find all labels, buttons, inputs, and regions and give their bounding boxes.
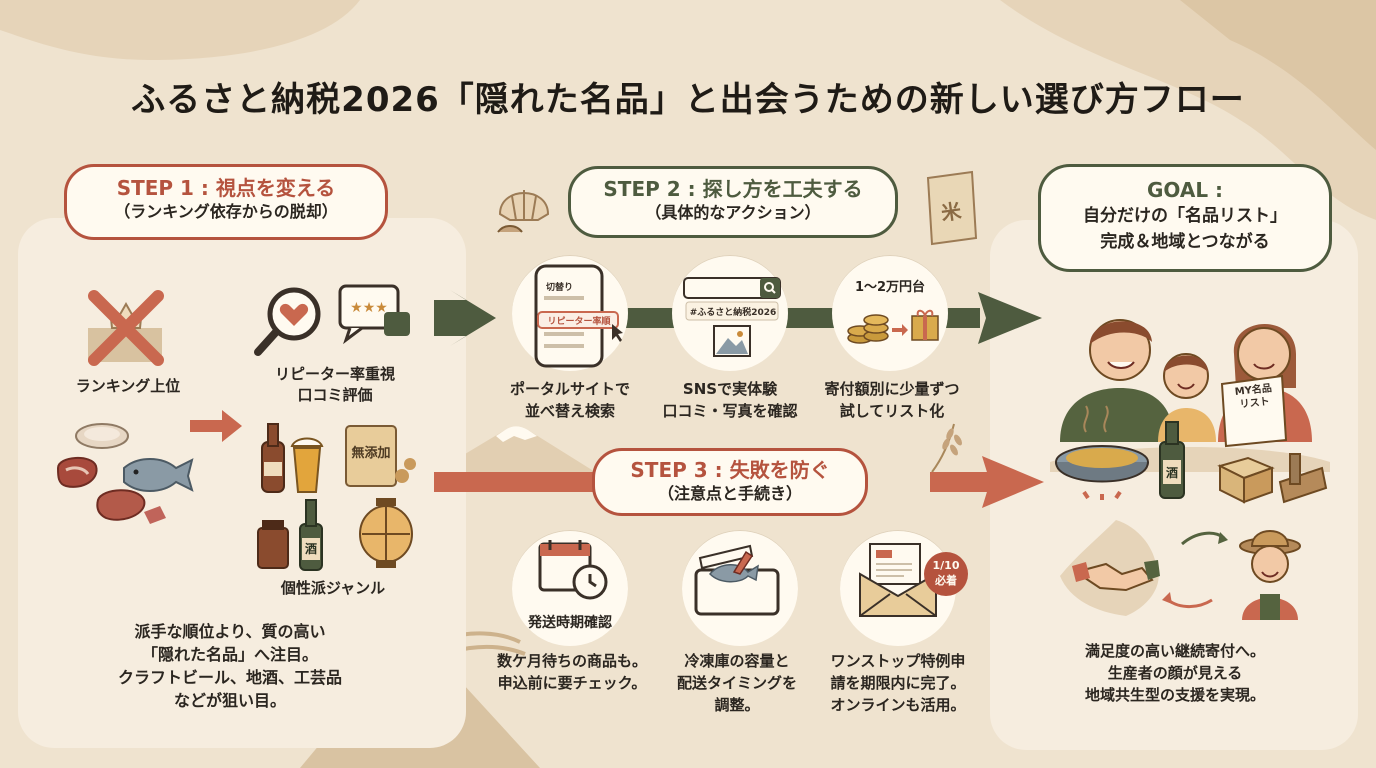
phone-sort-label: 切替り bbox=[546, 283, 574, 293]
svg-text:★★★: ★★★ bbox=[350, 300, 388, 316]
step1-heading: STEP 1 : 視点を変える bbox=[116, 176, 336, 200]
family-illustration bbox=[1050, 319, 1330, 504]
wheat-icon bbox=[931, 423, 962, 473]
rice-bag-label: 米 bbox=[939, 198, 963, 226]
rice-bag-icon bbox=[926, 170, 978, 246]
envelope-doc-icon bbox=[859, 543, 937, 617]
budget-list-circle bbox=[832, 255, 948, 371]
freezer-line: 調整。 bbox=[714, 696, 760, 714]
phone-highlight-label: リピーター率順 bbox=[547, 317, 611, 327]
portal-sort-text: ポータルサイトで 並べ替え検索 bbox=[496, 378, 644, 422]
crossed-crown-icon bbox=[88, 290, 164, 366]
goal-desc-line: 地域共生型の支援を実現。 bbox=[1084, 686, 1265, 704]
shipping-time-label: 発送時期確認 bbox=[528, 615, 612, 631]
smartphone-icon bbox=[534, 264, 623, 368]
step2-heading: STEP 2 : 探し方を工夫する bbox=[603, 177, 863, 201]
goal-line-2: 完成＆地域とつながる bbox=[1100, 232, 1270, 252]
shipping-time-line: 数ケ月待ちの商品も。 bbox=[496, 652, 647, 670]
sns-check-text: SNSで実体験 口コミ・写真を確認 bbox=[650, 378, 810, 422]
step1-desc-line: 派手な順位より、質の高い bbox=[134, 622, 326, 641]
sns-check-line: 口コミ・写真を確認 bbox=[662, 402, 798, 420]
coins-gift-icon bbox=[847, 309, 939, 344]
unique-label: 個性派ジャンル bbox=[280, 579, 386, 597]
review-label-1: リピーター率重視 bbox=[274, 365, 395, 383]
sns-search-label: #ふるさと納税2026 bbox=[689, 308, 777, 318]
budget-list-line: 寄付額別に少量ずつ bbox=[824, 380, 960, 398]
star-review-icon: ★★★ bbox=[338, 284, 410, 345]
sns-search-icon bbox=[683, 277, 781, 357]
step2-pill: STEP 2 : 探し方を工夫する （具体的なアクション） bbox=[568, 166, 898, 238]
shell-icon bbox=[497, 190, 550, 233]
one-stop-text: ワンストップ特例申 請を期限内に完了。 オンラインも活用。 bbox=[818, 650, 978, 716]
step3-flow-arrow bbox=[434, 456, 1044, 508]
goal-sake-label: 酒 bbox=[1165, 466, 1178, 480]
calendar-clock-icon bbox=[538, 540, 608, 600]
connection-illustration bbox=[1060, 520, 1301, 620]
budget-list-text: 寄付額別に少量ずつ 試してリスト化 bbox=[812, 378, 972, 422]
freezer-icon bbox=[694, 544, 780, 616]
page-title: ふるさと納税2026「隠れた名品」と出会うための新しい選び方フロー bbox=[131, 80, 1245, 120]
goal-description: 満足度の高い継続寄付へ。 生産者の顔が見える 地域共生型の支援を実現。 bbox=[1028, 640, 1322, 706]
portal-sort-line: 並べ替え検索 bbox=[524, 402, 615, 420]
deadline-badge-date: 1/10 bbox=[932, 559, 960, 572]
sns-check-line: SNSで実体験 bbox=[682, 380, 778, 398]
freezer-text: 冷凍庫の容量と 配送タイミングを 調整。 bbox=[662, 650, 812, 716]
amount-label: 1〜2万円台 bbox=[854, 280, 926, 295]
shipping-time-line: 申込前に要チェック。 bbox=[497, 674, 647, 692]
step1-desc-line: 「隠れた名品」へ注目。 bbox=[141, 645, 318, 664]
budget-list-line: 試してリスト化 bbox=[839, 402, 945, 420]
freezer-line: 配送タイミングを bbox=[676, 674, 797, 692]
arrow-right-icon bbox=[190, 410, 242, 442]
goal-heading: GOAL : bbox=[1146, 178, 1224, 202]
goal-pill: GOAL : 自分だけの「名品リスト」 完成＆地域とつながる bbox=[1038, 164, 1332, 272]
step1-desc-line: などが狙い目。 bbox=[173, 691, 286, 710]
freezer-line: 冷凍庫の容量と bbox=[684, 652, 790, 670]
deadline-badge: 1/10 必着 bbox=[924, 552, 968, 596]
step1-pill: STEP 1 : 視点を変える （ランキング依存からの脱却） bbox=[64, 164, 388, 240]
one-stop-line: 請を期限内に完了。 bbox=[830, 674, 966, 692]
magnifier-heart-icon bbox=[254, 287, 321, 356]
snack-label: 無添加 bbox=[351, 446, 391, 461]
shipping-time-text: 数ケ月待ちの商品も。 申込前に要チェック。 bbox=[492, 650, 652, 694]
step1-desc-line: クラフトビール、地酒、工芸品 bbox=[117, 668, 342, 687]
step1-description: 派手な順位より、質の高い 「隠れた名品」へ注目。 クラフトビール、地酒、工芸品 … bbox=[70, 620, 390, 712]
goal-desc-line: 生産者の顔が見える bbox=[1107, 664, 1243, 682]
step3-subheading: （注意点と手続き） bbox=[657, 484, 802, 503]
portal-sort-line: ポータルサイトで bbox=[509, 380, 630, 398]
ranking-label: ランキング上位 bbox=[75, 377, 181, 395]
goal-desc-line: 満足度の高い継続寄付へ。 bbox=[1084, 642, 1265, 660]
one-stop-line: ワンストップ特例申 bbox=[830, 652, 966, 670]
meat-fish-icon bbox=[56, 423, 194, 524]
sake-label: 酒 bbox=[304, 542, 317, 556]
sake-lantern-icon bbox=[257, 498, 413, 571]
one-stop-line: オンラインも活用。 bbox=[830, 696, 966, 714]
step1-subheading: （ランキング依存からの脱却） bbox=[114, 202, 338, 221]
goal-line-1: 自分だけの「名品リスト」 bbox=[1083, 206, 1287, 226]
deadline-badge-note: 必着 bbox=[935, 574, 957, 587]
step3-heading: STEP 3 : 失敗を防ぐ bbox=[630, 458, 830, 482]
step3-pill: STEP 3 : 失敗を防ぐ （注意点と手続き） bbox=[592, 448, 868, 516]
beer-snack-icon bbox=[261, 423, 416, 493]
review-label-2: 口コミ評価 bbox=[297, 386, 373, 404]
step2-subheading: （具体的なアクション） bbox=[645, 203, 821, 222]
